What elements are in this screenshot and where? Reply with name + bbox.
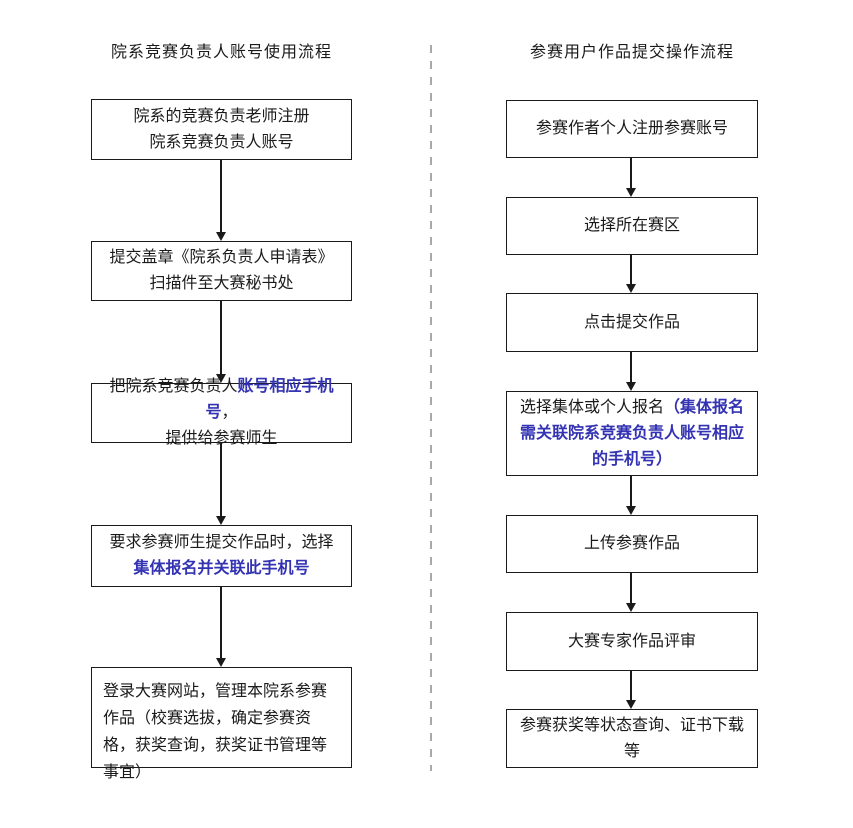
box-line: 提交盖章《院系负责人申请表》 (109, 245, 333, 271)
box-text-highlight: （集体报名需关联院系竞赛负责人账号相应的手机号） (519, 398, 745, 468)
box-text-highlight: 账号相应手机号 (205, 378, 334, 421)
box-text: 上传参赛作品 (583, 535, 680, 552)
flow-box-award-status-query: 参赛获奖等状态查询、证书下载等 (506, 709, 758, 768)
flow-box-author-register: 参赛作者个人注册参赛账号 (506, 100, 758, 158)
left-flow-title: 院系竞赛负责人账号使用流程 (110, 44, 332, 61)
down-arrow-icon (215, 301, 227, 383)
box-line: 选择所在赛区 (584, 213, 680, 239)
flow-box-submit-stamped-form: 提交盖章《院系负责人申请表》 扫描件至大赛秘书处 (91, 241, 352, 301)
box-line: 大赛专家作品评审 (568, 629, 696, 655)
box-line: 院系的竞赛负责老师注册 (133, 104, 309, 130)
down-arrow-icon (625, 573, 637, 612)
box-line: 上传参赛作品 (584, 531, 680, 557)
box-text: 扫描件至大赛秘书处 (149, 275, 294, 292)
down-arrow-icon (215, 587, 227, 667)
box-text: 选择所在赛区 (583, 217, 680, 234)
box-line: 要求参赛师生提交作品时，选择 (109, 530, 333, 556)
box-line: 把院系竞赛负责人账号相应手机号， (100, 374, 343, 426)
flow-box-require-group-signup: 要求参赛师生提交作品时，选择 集体报名并关联此手机号 (91, 525, 352, 587)
down-arrow-icon (215, 443, 227, 525)
box-text: 点击提交作品 (583, 313, 680, 331)
box-text: ， (221, 404, 238, 421)
down-arrow-icon (625, 476, 637, 515)
flow-box-expert-review: 大赛专家作品评审 (506, 612, 758, 671)
down-arrow-icon (215, 160, 227, 241)
box-text: 登录大赛网站，管理本院系参赛作品（校赛选拔，确定参赛资格，获奖查询，获奖证书管理… (103, 683, 328, 781)
flow-box-register-account: 院系的竞赛负责老师注册 院系竞赛负责人账号 (91, 99, 352, 160)
down-arrow-icon (625, 158, 637, 197)
box-text: 提交盖章《院系负责人申请表》 (109, 249, 334, 266)
flow-box-choose-signup-type: 选择集体或个人报名（集体报名需关联院系竞赛负责人账号相应的手机号） (506, 391, 758, 476)
box-text: 要求参赛师生提交作品时，选择 (109, 534, 334, 551)
box-line: 集体报名并关联此手机号 (133, 556, 309, 582)
dashed-divider-line (430, 45, 432, 771)
box-text: 提供给参赛师生 (165, 430, 278, 447)
right-flow-title: 参赛用户作品提交操作流程 (529, 44, 734, 61)
box-line: 参赛获奖等状态查询、证书下载等 (515, 713, 749, 765)
flow-box-upload-work: 上传参赛作品 (506, 515, 758, 573)
box-line: 院系竞赛负责人账号 (149, 130, 293, 156)
box-line: 提供给参赛师生 (165, 426, 277, 452)
box-text: 院系竞赛负责人账号 (149, 133, 294, 151)
down-arrow-icon (625, 255, 637, 293)
box-text: 选择集体或个人报名 (519, 398, 664, 416)
box-text: 参赛作者个人注册参赛账号 (535, 120, 728, 137)
down-arrow-icon (625, 671, 637, 709)
box-text-highlight: 集体报名并关联此手机号 (133, 560, 310, 577)
down-arrow-icon (625, 352, 637, 391)
box-line: 点击提交作品 (584, 310, 680, 336)
box-text: 院系的竞赛负责老师注册 (133, 107, 310, 125)
flow-box-provide-phone-number: 把院系竞赛负责人账号相应手机号， 提供给参赛师生 (91, 378, 352, 447)
box-text: 参赛获奖等状态查询、证书下载等 (519, 716, 744, 760)
box-line: 选择集体或个人报名（集体报名需关联院系竞赛负责人账号相应的手机号） (515, 395, 749, 473)
box-line: 参赛作者个人注册参赛账号 (536, 116, 728, 142)
box-text: 把院系竞赛负责人 (109, 378, 238, 395)
box-line: 扫描件至大赛秘书处 (149, 271, 293, 297)
box-line: 登录大赛网站，管理本院系参赛作品（校赛选拔，确定参赛资格，获奖查询，获奖证书管理… (103, 678, 340, 786)
flow-box-select-region: 选择所在赛区 (506, 197, 758, 255)
flow-box-manage-entries: 登录大赛网站，管理本院系参赛作品（校赛选拔，确定参赛资格，获奖查询，获奖证书管理… (91, 667, 352, 781)
box-text: 大赛专家作品评审 (567, 632, 696, 650)
flow-box-click-submit: 点击提交作品 (506, 293, 758, 352)
